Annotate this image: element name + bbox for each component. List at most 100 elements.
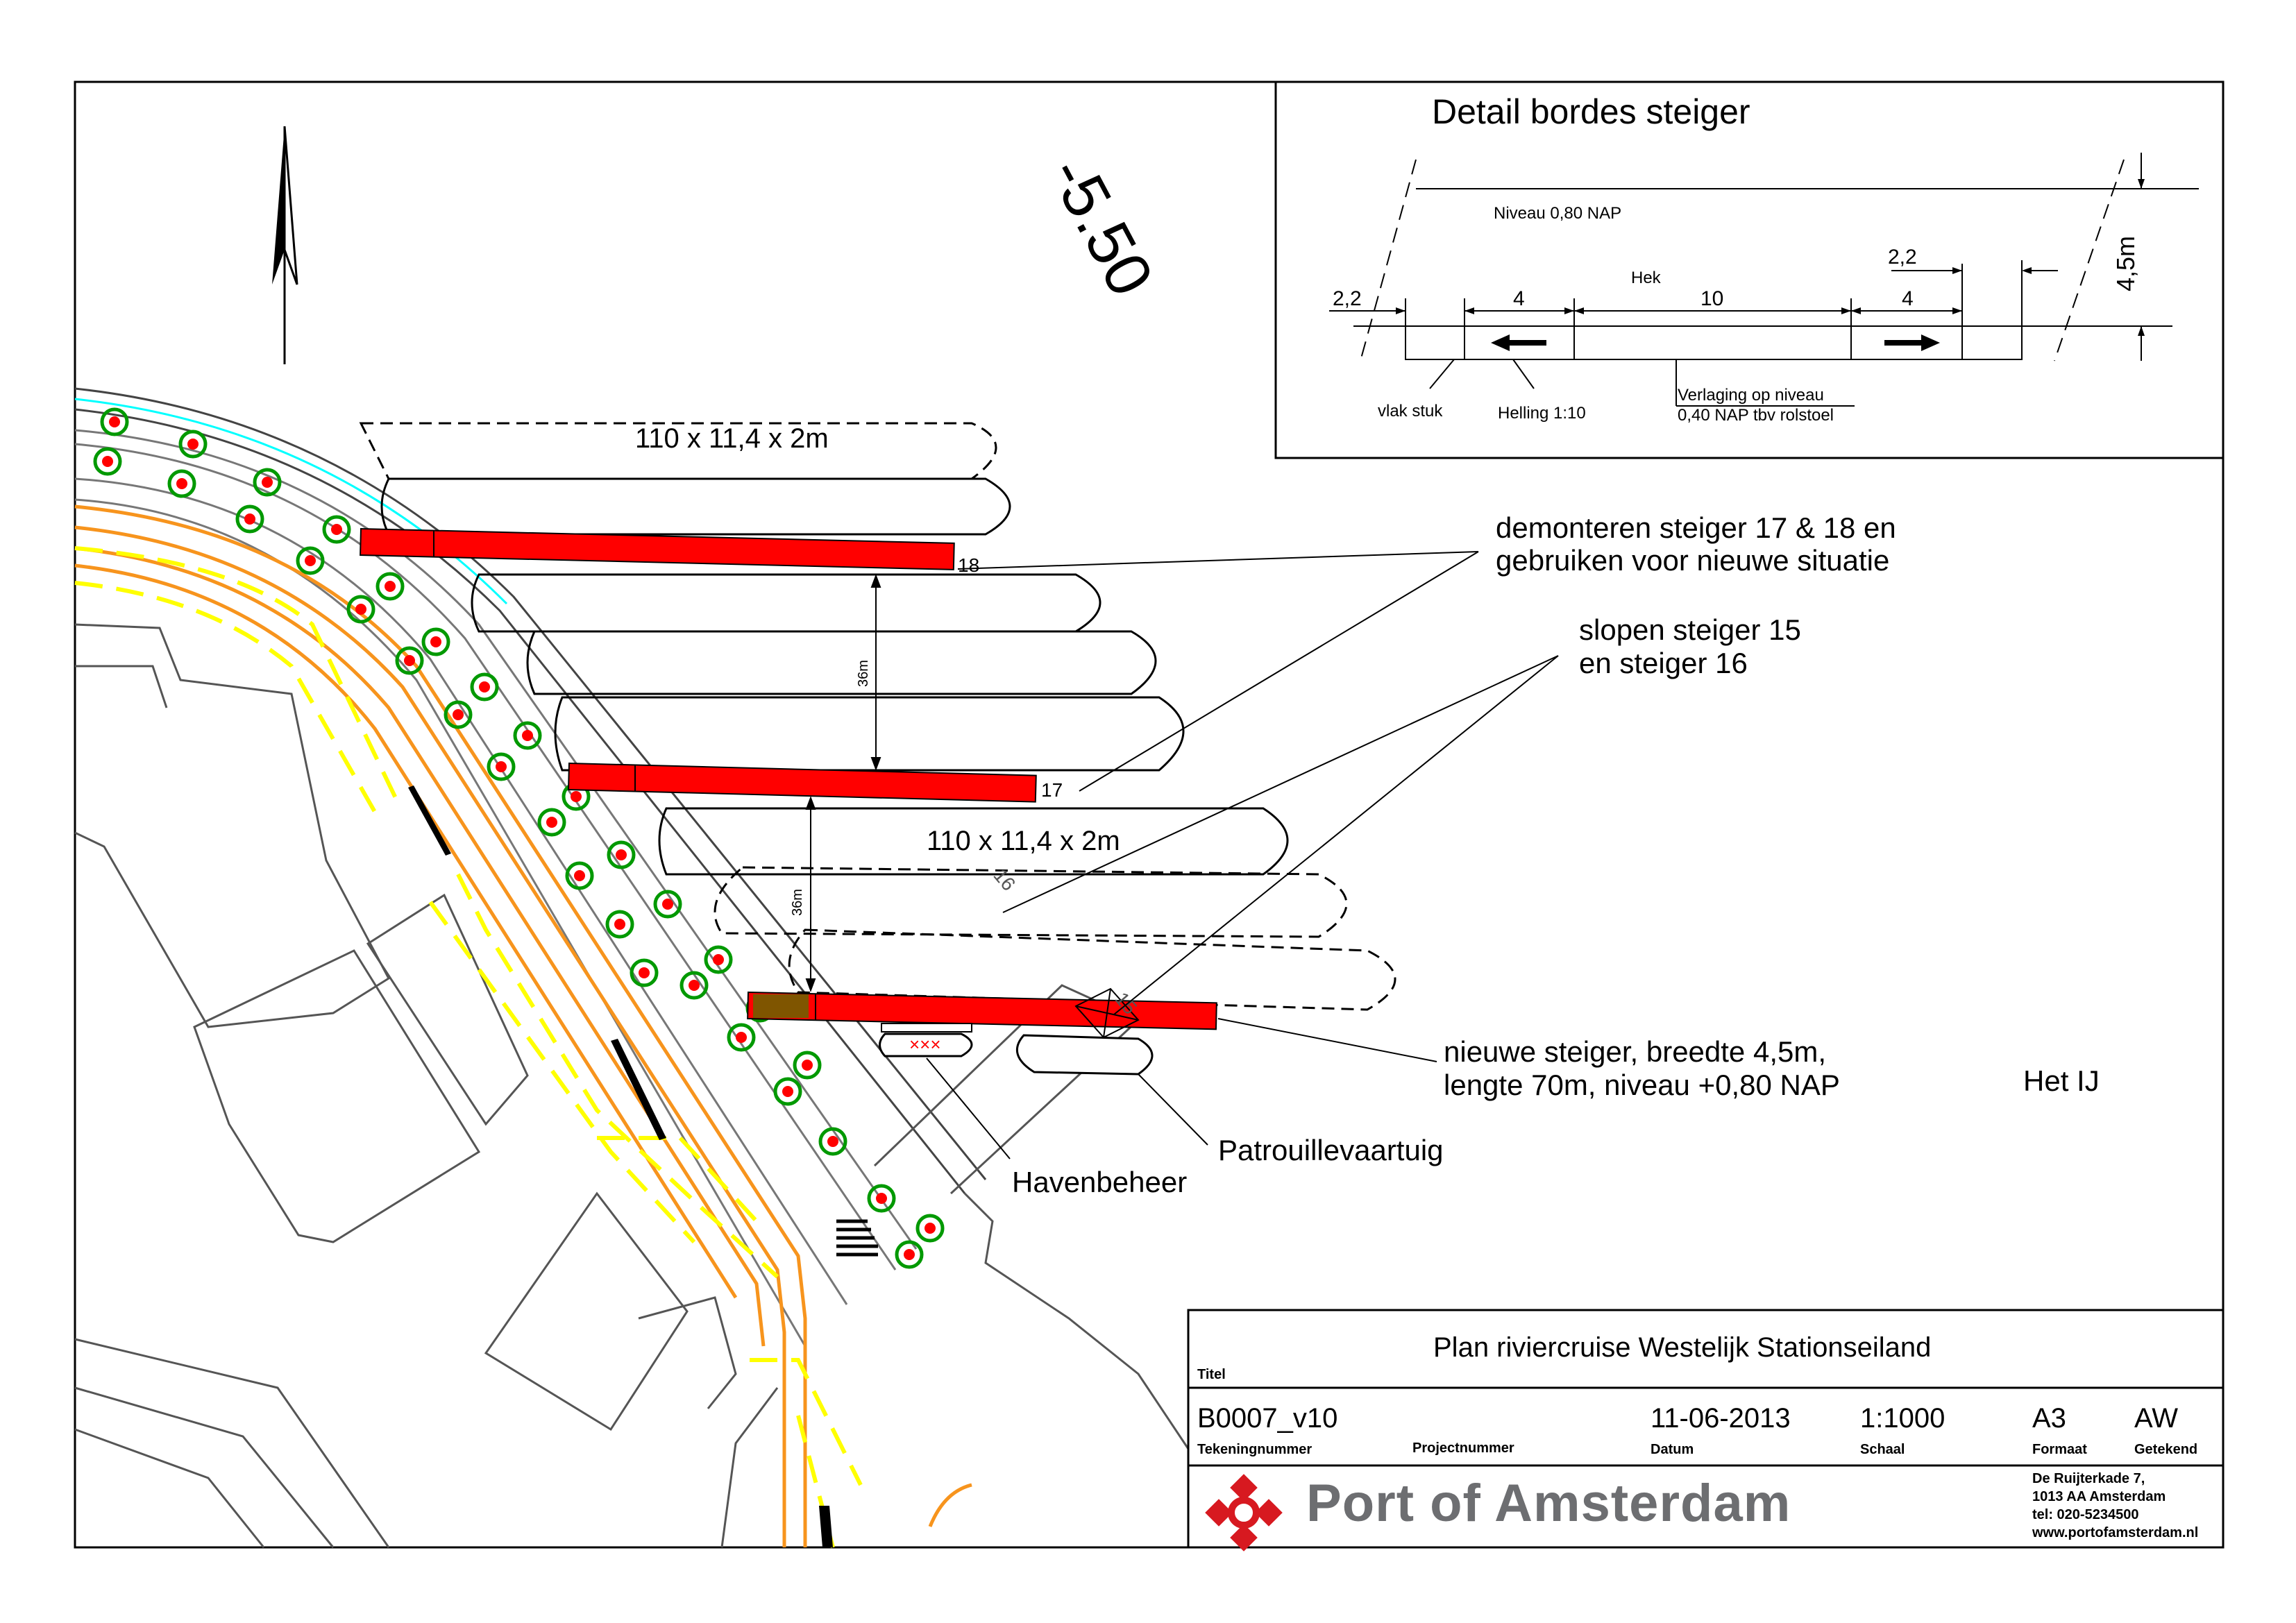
tree-icon bbox=[607, 840, 636, 869]
tree-icon bbox=[167, 469, 196, 498]
detail-dim-4-right: 4 bbox=[1902, 287, 1914, 310]
tree-icon bbox=[100, 407, 129, 436]
tree-icon bbox=[375, 572, 405, 601]
tree-icon bbox=[296, 546, 325, 575]
spacing-label-1: 36m bbox=[856, 660, 871, 687]
port-logo-icon bbox=[1205, 1474, 1283, 1552]
tree-icon bbox=[395, 646, 424, 675]
tree-icon bbox=[565, 861, 594, 890]
drawn-by-label: Getekend bbox=[2134, 1442, 2198, 1457]
detail-dim-10: 10 bbox=[1700, 287, 1723, 310]
tree-icon bbox=[727, 1023, 756, 1052]
detail-verlaging-2: 0,40 NAP tbv rolstoel bbox=[1678, 406, 1834, 425]
drawing-title: Plan riviercruise Westelijk Stationseila… bbox=[1433, 1332, 1932, 1363]
format-value: A3 bbox=[2032, 1403, 2066, 1434]
ships bbox=[359, 422, 1396, 1011]
address-line-4: www.portofamsterdam.nl bbox=[2032, 1525, 2199, 1540]
tree-icon bbox=[773, 1077, 802, 1106]
berth-16: 16 bbox=[989, 865, 1020, 895]
tree-icon bbox=[235, 504, 264, 534]
drawn-by-value: AW bbox=[2134, 1403, 2178, 1434]
detail-dim-4-left: 4 bbox=[1513, 287, 1525, 310]
title-block-frame bbox=[1187, 1309, 2225, 1549]
patrol-boat bbox=[1016, 1034, 1154, 1076]
ship-outline-4 bbox=[554, 696, 1185, 772]
ship-outline-2 bbox=[471, 573, 1101, 633]
tree-icon bbox=[915, 1214, 945, 1243]
havenbeheer-boat bbox=[879, 1023, 973, 1057]
tree-icon bbox=[513, 721, 542, 750]
date-label: Datum bbox=[1651, 1442, 1694, 1457]
date-value: 11-06-2013 bbox=[1651, 1403, 1791, 1434]
tree-icon bbox=[793, 1051, 822, 1080]
ship-outline-3 bbox=[526, 630, 1157, 695]
annotation-slopen-2: en steiger 16 bbox=[1579, 647, 1748, 679]
tree-icon bbox=[470, 672, 499, 702]
detail-dim-22-right: 2,2 bbox=[1888, 246, 1917, 269]
address-line-1: De Ruijterkade 7, bbox=[2032, 1471, 2145, 1486]
berth-18: 18 bbox=[958, 554, 979, 576]
annotation-patrouille: Patrouillevaartuig bbox=[1218, 1134, 1444, 1166]
pedestrian-crossing-icon bbox=[836, 1219, 878, 1257]
ship-outline-dashed-3 bbox=[788, 928, 1396, 1011]
tree-icon bbox=[178, 430, 208, 459]
drawing-number-label: Tekeningnummer bbox=[1197, 1442, 1312, 1457]
tree-icon bbox=[253, 468, 282, 497]
water-edge-line bbox=[74, 398, 508, 605]
detail-box bbox=[1274, 80, 2225, 459]
dock-structure bbox=[1074, 987, 1140, 1039]
steiger-18 bbox=[360, 527, 955, 570]
address-line-3: tel: 020-5234500 bbox=[2032, 1507, 2139, 1522]
tram-tracks bbox=[74, 504, 972, 1547]
scale-value: 1:1000 bbox=[1860, 1403, 1945, 1434]
detail-niveau: Niveau 0,80 NAP bbox=[1494, 204, 1621, 223]
depth-label: -5.50 bbox=[1036, 146, 1167, 307]
title-label: Titel bbox=[1197, 1367, 1226, 1382]
annotation-nieuw-1: nieuwe steiger, breedte 4,5m, bbox=[1444, 1035, 1826, 1068]
water-name: Het IJ bbox=[2023, 1064, 2100, 1097]
tree-icon bbox=[346, 595, 375, 624]
annotation-havenbeheer: Havenbeheer bbox=[1012, 1166, 1187, 1198]
annotation-nieuw-2: lengte 70m, niveau +0,80 NAP bbox=[1444, 1069, 1840, 1101]
company-name: Port of Amsterdam bbox=[1306, 1474, 1791, 1533]
steiger-17 bbox=[567, 762, 1037, 803]
annotation-demontage-2: gebruiken voor nieuwe situatie bbox=[1496, 544, 1889, 577]
steiger-nieuw bbox=[747, 991, 1217, 1030]
ship-outline-1 bbox=[380, 477, 1011, 536]
ship-size-label-1: 110 x 11,4 x 2m bbox=[635, 423, 829, 454]
havenbeheer-mark: ××× bbox=[909, 1034, 941, 1055]
sheet-border bbox=[74, 80, 2225, 1549]
leader-lines bbox=[926, 551, 1559, 1159]
dimension-36m bbox=[805, 574, 881, 992]
tree-icon bbox=[895, 1240, 924, 1269]
scale-label: Schaal bbox=[1860, 1442, 1905, 1457]
detail-title: Detail bordes steiger bbox=[1432, 92, 1750, 131]
ship-outline-dashed-2 bbox=[714, 866, 1348, 938]
tree-icon bbox=[653, 890, 682, 919]
cycle-path bbox=[74, 546, 863, 1548]
detail-dim-22-left: 2,2 bbox=[1333, 287, 1362, 310]
tree-icon bbox=[867, 1184, 896, 1213]
annotation-demontage-1: demonteren steiger 17 & 18 en bbox=[1496, 511, 1896, 544]
tree-icon bbox=[444, 700, 473, 729]
arrow-right-icon bbox=[1884, 334, 1940, 351]
berth-17: 17 bbox=[1041, 779, 1063, 801]
annotation-slopen-1: slopen steiger 15 bbox=[1579, 613, 1801, 646]
tree-icon bbox=[487, 752, 516, 781]
tree-icon bbox=[704, 945, 733, 974]
drawing-number: B0007_v10 bbox=[1197, 1403, 1338, 1434]
tree-icon bbox=[605, 910, 634, 939]
address-line-2: 1013 AA Amsterdam bbox=[2032, 1489, 2166, 1504]
tree-icon bbox=[679, 971, 709, 1000]
detail-verlaging-1: Verlaging op niveau bbox=[1678, 386, 1824, 405]
detail-vlak-stuk: vlak stuk bbox=[1378, 402, 1443, 420]
detail-dim-45: 4,5m bbox=[2111, 236, 2140, 291]
trees bbox=[93, 407, 945, 1269]
format-label: Formaat bbox=[2032, 1442, 2087, 1457]
detail-drawing bbox=[1329, 153, 2199, 407]
tree-icon bbox=[93, 447, 122, 476]
detail-helling: Helling 1:10 bbox=[1498, 404, 1586, 423]
project-number-label: Projectnummer bbox=[1412, 1441, 1514, 1456]
steigers bbox=[360, 527, 1217, 1030]
